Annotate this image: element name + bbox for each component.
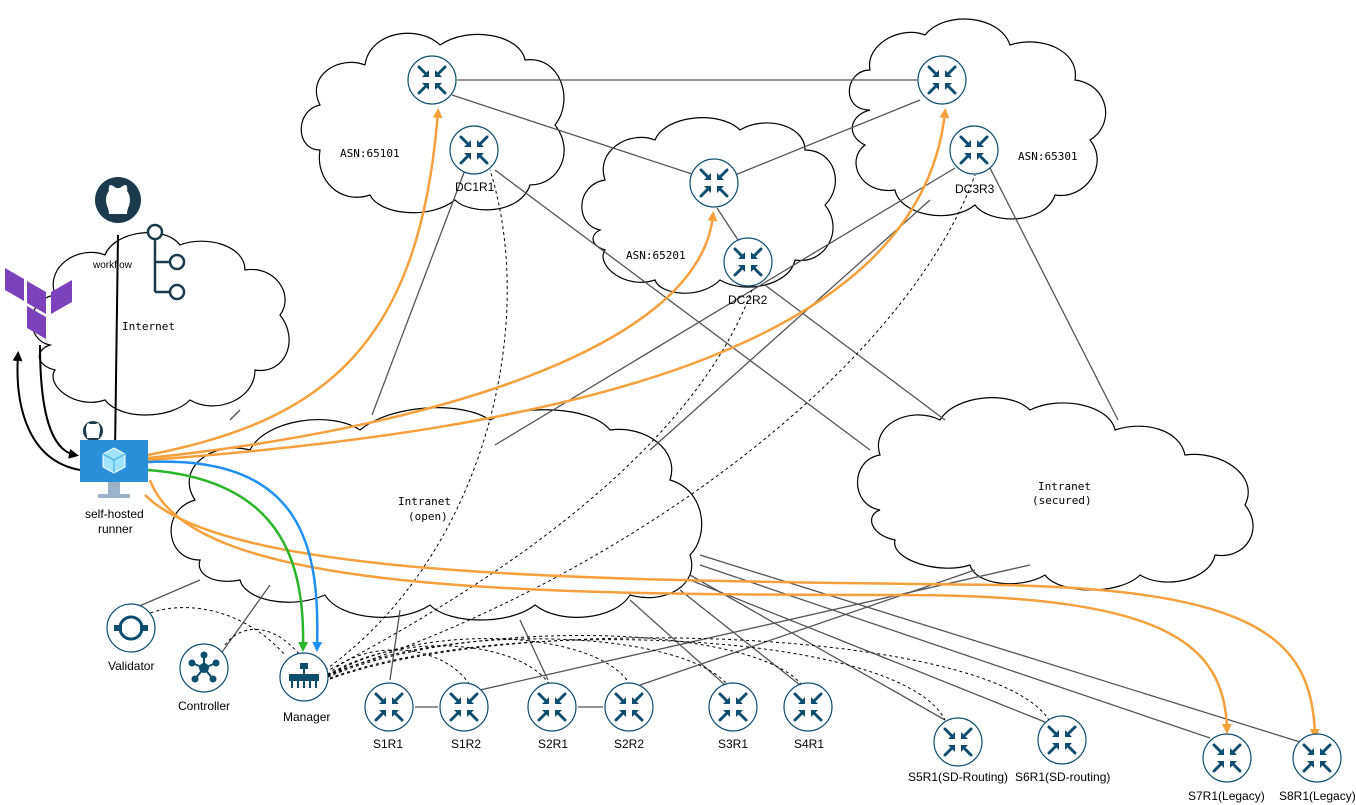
validator-icon (106, 603, 156, 653)
workflow-label: workflow (92, 260, 133, 271)
s4r1-label: S4R1 (794, 737, 824, 751)
validator-label: Validator (108, 659, 154, 673)
s4r1-router-icon (782, 681, 834, 733)
s8r1-router-icon (1291, 732, 1343, 784)
github-icon (95, 177, 141, 223)
s2r1-label: S2R1 (538, 737, 568, 751)
cloud-asn-65301: ASN:65301 (848, 18, 1107, 220)
cloud-intranet-open: Intranet (open) (170, 407, 703, 621)
s6r1-router-icon (1036, 714, 1088, 766)
intranet-secured-label-line1: Intranet (1038, 480, 1091, 493)
dc3r3-router-icon (948, 124, 1000, 176)
runner-label-line1: self-hosted (85, 507, 144, 521)
solid-links (129, 79, 1301, 743)
asn-65301-label: ASN:65301 (1018, 150, 1078, 163)
s1r1-label: S1R1 (373, 737, 403, 751)
asn-65301-core-router-icon (916, 54, 968, 106)
terraform-logo (5, 268, 72, 339)
controller-label: Controller (178, 699, 230, 713)
s2r2-label: S2R2 (614, 737, 644, 751)
asn-65201-core-router-icon (688, 157, 740, 209)
s1r1-router-icon (363, 681, 415, 733)
self-hosted-runner (80, 421, 148, 498)
dc1r1-label: DC1R1 (455, 180, 495, 194)
asn-65101-label: ASN:65101 (340, 147, 400, 160)
s2r1-router-icon (526, 681, 578, 733)
runner-label-line2: runner (98, 522, 133, 536)
s7r1-router-icon (1201, 732, 1253, 784)
manager-arrow (147, 460, 323, 652)
s2r2-router-icon (603, 681, 655, 733)
manager-icon (279, 652, 329, 702)
dc1r1-router-icon (448, 124, 500, 176)
s3r1-router-icon (707, 681, 759, 733)
intranet-secured-label-line2: (secured) (1032, 494, 1092, 507)
s3r1-label: S3R1 (718, 737, 748, 751)
controller-icon (179, 643, 229, 693)
asn-65201-label: ASN:65201 (626, 249, 686, 262)
s1r2-label: S1R2 (451, 737, 481, 751)
s5r1-label: S5R1(SD-Routing) (908, 770, 1008, 784)
internet-label: Internet (122, 320, 175, 333)
manager-label: Manager (283, 710, 330, 724)
asn-65101-core-router-icon (406, 54, 458, 106)
workflow-arrows (12, 234, 121, 471)
branch-icon (146, 223, 186, 301)
s6r1-label: S6R1(SD-routing) (1015, 770, 1110, 784)
validation-arrow (147, 468, 309, 652)
s1r2-router-icon (438, 681, 490, 733)
s5r1-router-icon (932, 716, 984, 768)
dc2r2-router-icon (722, 236, 774, 288)
intranet-open-label-line1: Intranet (398, 495, 451, 508)
s8r1-label: S8R1(Legacy) (1279, 789, 1356, 803)
dc2r2-label: DC2R2 (728, 293, 768, 307)
dc3r3-label: DC3R3 (955, 182, 995, 196)
s7r1-label: S7R1(Legacy) (1188, 789, 1265, 803)
management-links (144, 169, 1051, 723)
cloud-intranet-secured: Intranet (secured) (857, 397, 1254, 591)
cloud-asn-65101: ASN:65101 (300, 32, 565, 214)
automation-arrows (144, 108, 1320, 739)
cloud-internet: Internet (31, 232, 290, 416)
intranet-open-label-line2: (open) (408, 510, 448, 523)
